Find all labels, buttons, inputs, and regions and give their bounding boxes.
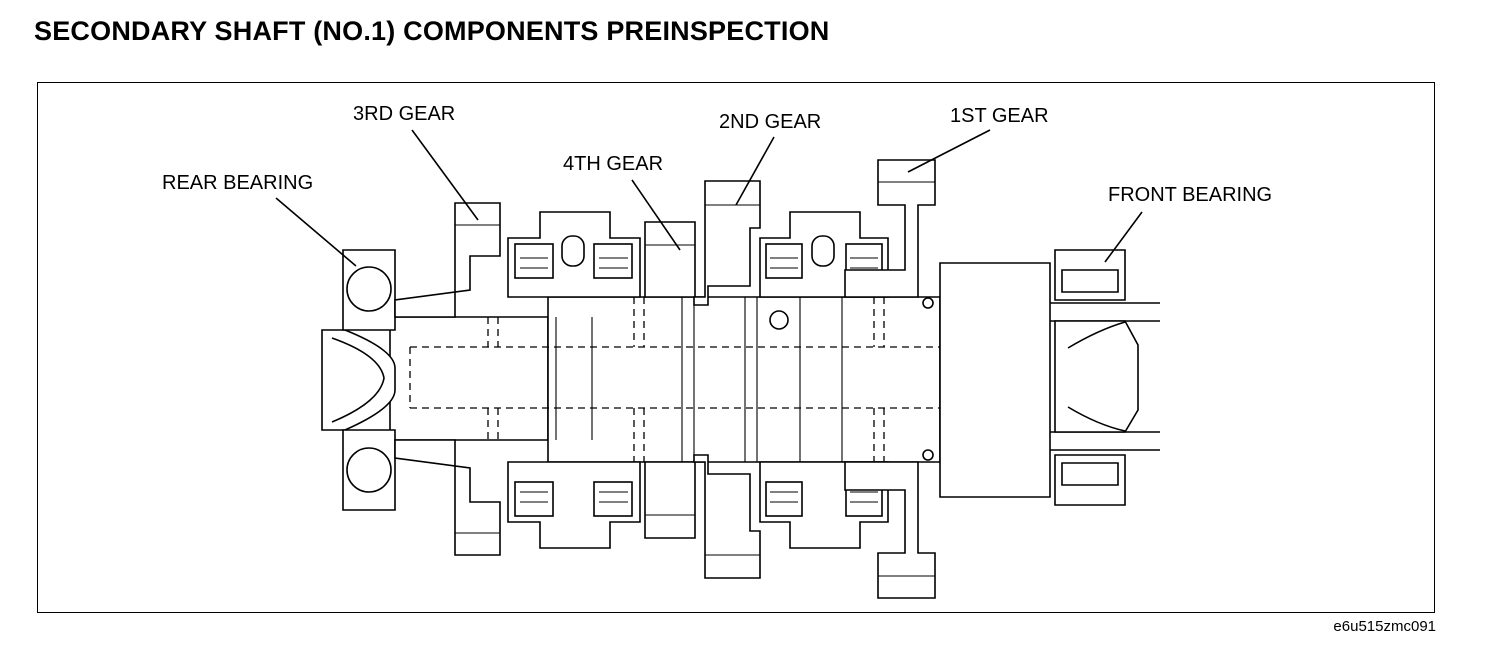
label-2nd-gear: 2ND GEAR [719, 111, 821, 133]
leader-lines [275, 129, 1143, 267]
first-gear-part [844, 159, 936, 599]
third-gear-part [394, 202, 501, 556]
figure-code: e6u515zmc091 [1333, 618, 1436, 635]
synchronizer-3-4 [507, 211, 641, 549]
page-title: SECONDARY SHAFT (NO.1) COMPONENTS PREINS… [34, 16, 830, 46]
label-3rd-gear: 3RD GEAR [353, 103, 455, 125]
fourth-gear-part [644, 221, 696, 539]
secondary-shaft [389, 262, 1160, 498]
diagram-frame [37, 82, 1435, 613]
label-front-bearing: FRONT BEARING [1108, 184, 1272, 206]
label-4th-gear: 4TH GEAR [563, 153, 663, 175]
label-rear-bearing: REAR BEARING [162, 172, 313, 194]
rear-bearing-part [342, 249, 396, 511]
second-gear-part [693, 180, 761, 579]
front-bearing-part [1054, 249, 1139, 506]
label-1st-gear: 1ST GEAR [950, 105, 1049, 127]
rear-end-cap [321, 329, 396, 431]
